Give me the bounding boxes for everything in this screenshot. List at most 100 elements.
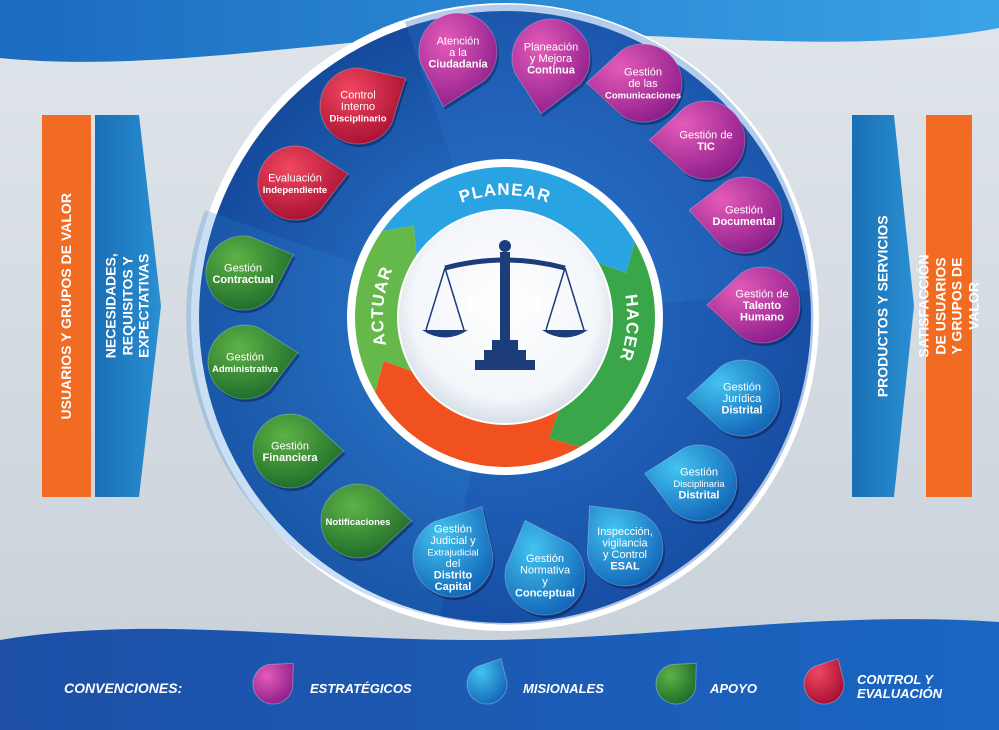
process-label: a la <box>449 47 468 59</box>
process-label: y Mejora <box>530 53 573 65</box>
process-drop-apoyo <box>205 235 295 311</box>
process-drop-misional <box>686 359 781 437</box>
satisfaction-bar: SATISFACCIÓN DE USUARIOS Y GRUPOS DE VAL… <box>916 115 982 497</box>
process-drop-estrategico <box>648 100 746 180</box>
legend-swatch-control <box>803 658 845 705</box>
process-label: TIC <box>697 141 715 153</box>
process-drop-apoyo <box>207 324 299 400</box>
process-label: Gestión <box>526 553 564 565</box>
process-label: Continua <box>527 65 576 77</box>
products-services-label: PRODUCTOS Y SERVICIOS <box>874 215 891 397</box>
actuar-arrow <box>355 225 417 392</box>
process-label: Judicial y <box>430 535 476 547</box>
process-label: Control <box>340 90 375 102</box>
process-label: Ciudadanía <box>428 59 488 71</box>
process-label: Atención <box>437 36 480 48</box>
process-label: Gestión <box>723 382 761 394</box>
legend-label-estrategicos: ESTRATÉGICOS <box>310 681 412 696</box>
process-label: Disciplinario <box>329 114 386 125</box>
process-label: Notificaciones <box>326 517 391 528</box>
users-and-value-groups-label: USUARIOS Y GRUPOS DE VALOR <box>58 192 75 420</box>
needs-requirements-label: NECESIDADES, REQUISITOS Y EXPECTATIVAS <box>103 253 153 359</box>
process-label: Disciplinaria <box>673 479 725 490</box>
process-label: Distrital <box>679 490 720 502</box>
process-label: Gestión <box>271 440 309 452</box>
process-label: Planeación <box>524 42 578 54</box>
process-label: Gestión <box>725 204 763 216</box>
process-label: Extrajudicial <box>427 547 478 558</box>
needs-arrow-shape <box>95 115 161 497</box>
process-label: Distrito <box>434 569 473 581</box>
process-label: del <box>446 558 461 570</box>
users-and-value-groups-bar: USUARIOS Y GRUPOS DE VALOR <box>42 115 91 497</box>
hacer-arrow <box>549 242 655 447</box>
process-label: y <box>542 576 548 588</box>
process-label: Contractual <box>212 274 273 286</box>
process-label: Distrital <box>722 405 763 417</box>
process-label: vigilancia <box>602 537 648 549</box>
process-label: Financiera <box>262 452 318 464</box>
process-label: Independiente <box>263 185 327 196</box>
process-label: Gestión <box>624 67 662 79</box>
process-label: Normativa <box>520 564 571 576</box>
process-label: Interno <box>341 101 375 113</box>
process-label: Comunicaciones <box>605 91 681 102</box>
process-drop-estrategico <box>418 12 498 108</box>
process-drop-misional <box>586 505 664 587</box>
satisfaction-label: SATISFACCIÓN DE USUARIOS Y GRUPOS DE VAL… <box>915 254 982 358</box>
verificar-arrow <box>375 361 580 467</box>
process-label: Evaluación <box>268 172 322 184</box>
products-services-bar: PRODUCTOS Y SERVICIOS <box>852 115 914 497</box>
process-label: y Control <box>603 549 647 561</box>
process-label: Gestión <box>226 351 264 363</box>
process-label: Jurídica <box>723 393 762 405</box>
process-label: Inspección, <box>597 526 653 538</box>
legend-swatch-apoyo <box>655 662 697 705</box>
process-drop-estrategico <box>706 266 801 344</box>
process-drop-apoyo <box>320 483 413 559</box>
balance-scale-icon <box>422 240 588 370</box>
process-label: de las <box>628 78 658 90</box>
products-arrow-shape <box>852 115 914 497</box>
process-drop-estrategico <box>511 18 591 115</box>
legend-label-misionales: MISIONALES <box>523 681 604 696</box>
legend-swatch-estrategico <box>252 662 294 705</box>
process-label: Talento <box>743 300 782 312</box>
process-drop-misional <box>643 444 738 522</box>
process-drop-misional <box>412 506 494 598</box>
legend-label-apoyo: APOYO <box>710 681 757 696</box>
process-drop-control <box>319 67 407 145</box>
process-drop-estrategico <box>688 176 783 254</box>
legend-swatch-misional <box>466 658 508 705</box>
process-drop-apoyo <box>252 413 345 489</box>
process-label: Gestión de <box>679 129 732 141</box>
process-label: Capital <box>435 581 472 593</box>
legend-label-control: CONTROL Y EVALUACIÓN <box>857 672 942 702</box>
process-label: Gestión <box>224 262 262 274</box>
process-label: Humano <box>740 312 784 324</box>
process-label: Administrativa <box>212 364 279 375</box>
process-label: Gestión <box>680 467 718 479</box>
process-drop-estrategico <box>585 43 683 123</box>
needs-requirements-bar: NECESIDADES, REQUISITOS Y EXPECTATIVAS <box>95 115 161 497</box>
process-label: Documental <box>713 216 776 228</box>
process-label: ESAL <box>610 560 640 572</box>
process-label: Conceptual <box>515 587 575 599</box>
